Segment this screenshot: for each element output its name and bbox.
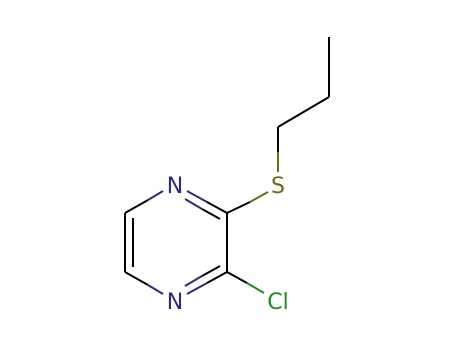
atom-label-s: S — [271, 174, 285, 199]
bond-c5-n4-carbon-half — [124, 271, 149, 286]
atom-label-n1: N — [167, 174, 183, 199]
bond-n4-c2-inner-nitrogen — [184, 275, 203, 287]
bond-c5-n4-nitrogen-half — [147, 284, 164, 295]
bond-c3-n1-carbon-half — [206, 201, 228, 214]
bond-propyl-middle — [277, 96, 330, 128]
bond-c2-cl-carbon-half — [226, 271, 248, 284]
bond-c3-n1-nitrogen-half — [186, 190, 208, 203]
bond-n4-c2-inner-carbon — [201, 265, 221, 277]
bond-c3-n1-inner-nitrogen — [184, 198, 203, 210]
atom-label-cl: Cl — [267, 290, 288, 315]
bond-c2-cl-chlorine-half — [246, 282, 265, 294]
bond-n1-c6-nitrogen-half — [147, 190, 164, 201]
bond-s-ring-sulfur-half — [249, 191, 269, 203]
bond-n4-c2-nitrogen-half — [186, 282, 208, 295]
bond-n1-c6-carbon-half — [124, 199, 149, 214]
atom-label-n4: N — [167, 290, 183, 315]
bond-s-ring-carbon-half — [226, 201, 251, 214]
bond-n4-c2-carbon-half — [206, 271, 228, 284]
bond-c3-n1-inner-carbon — [201, 208, 221, 220]
